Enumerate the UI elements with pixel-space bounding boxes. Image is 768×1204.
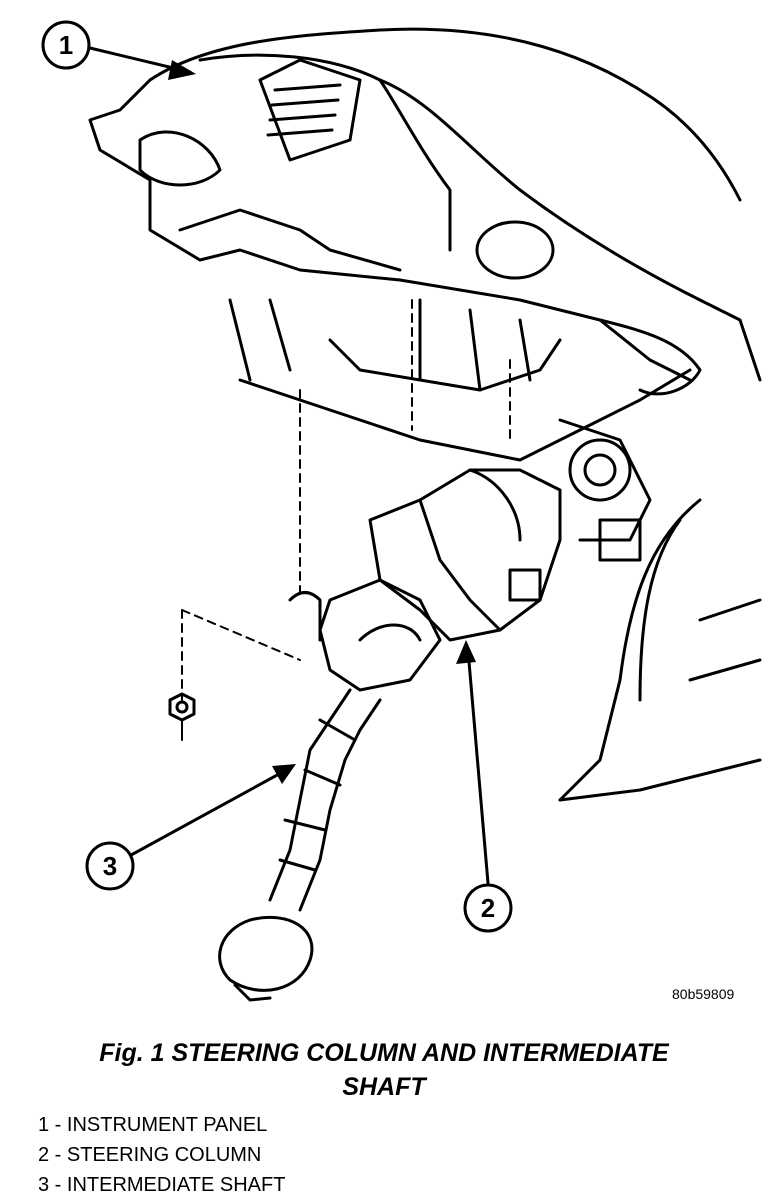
callout-1: 1 [41, 20, 91, 70]
steering-column-drawing [288, 418, 652, 692]
callout-1-label: 1 [59, 30, 73, 60]
caption-line-2: SHAFT [342, 1073, 426, 1101]
intermediate-shaft-drawing [218, 688, 382, 1002]
nut-drawing [168, 692, 196, 741]
mounting-stud-guides [181, 299, 511, 701]
legend: 1 - INSTRUMENT PANEL 2 - STEERING COLUMN… [38, 1110, 285, 1200]
callout-3-label: 3 [103, 851, 117, 881]
caption-line-1: Fig. 1 STEERING COLUMN AND INTERMEDIATE [99, 1039, 669, 1067]
figure-caption: Fig. 1 STEERING COLUMN AND INTERMEDIATE … [0, 1036, 768, 1104]
callout-2-label: 2 [481, 893, 495, 923]
legend-item-instrument-panel: 1 - INSTRUMENT PANEL [38, 1114, 268, 1136]
instrument-panel-drawing [88, 27, 762, 802]
arrow-heads [168, 60, 476, 784]
callout-arrows [88, 46, 490, 885]
legend-item-intermediate-shaft: 3 - INTERMEDIATE SHAFT [38, 1174, 286, 1196]
callout-3: 3 [85, 841, 135, 891]
callout-2: 2 [463, 883, 513, 933]
steering-column-illustration: 1 3 2 [41, 20, 762, 1002]
legend-item-steering-column: 2 - STEERING COLUMN [38, 1144, 262, 1166]
figure-code: 80b59809 [672, 986, 735, 1002]
